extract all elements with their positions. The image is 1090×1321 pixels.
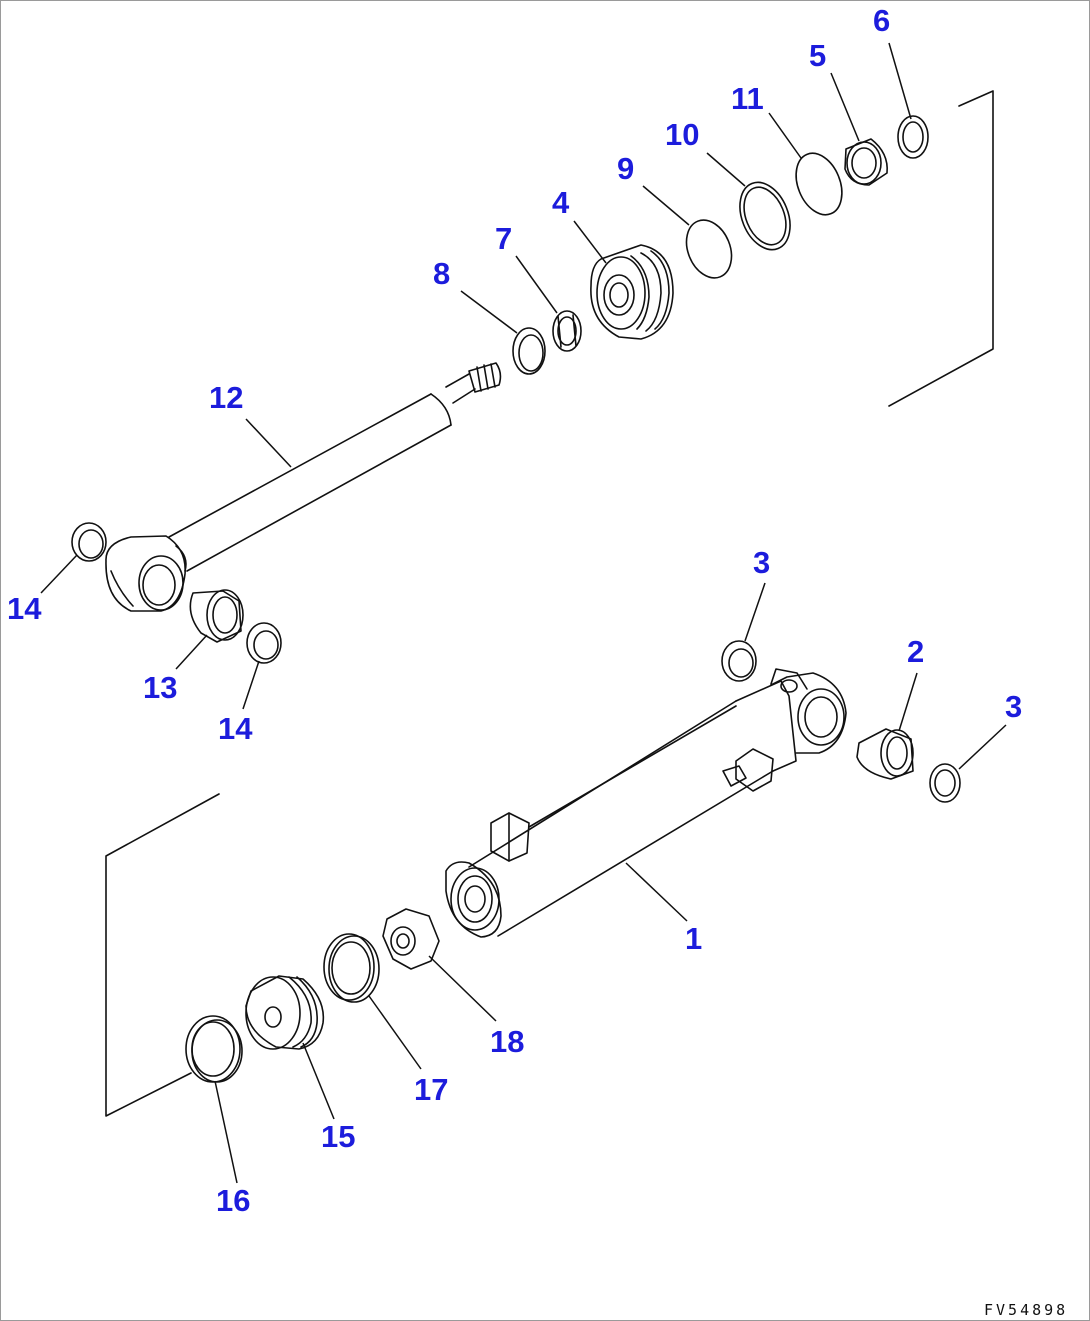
leader-7 [515, 255, 558, 314]
leader-2 [898, 672, 918, 732]
part-o-ring-9 [685, 219, 733, 279]
part-o-ring-11 [795, 152, 843, 216]
part-rod-bushing [189, 589, 244, 643]
part-bushing-2 [856, 728, 914, 780]
leader-16 [214, 1080, 238, 1184]
callout-1: 1 [685, 921, 702, 956]
leader-3b [958, 724, 1007, 770]
callout-15: 15 [321, 1119, 355, 1154]
leader-15 [302, 1042, 335, 1120]
part-bushing-5 [844, 138, 888, 186]
part-piston-15 [245, 975, 325, 1050]
leader-lines [40, 42, 1007, 1184]
part-snap-ring-3b [929, 763, 961, 803]
callout-12: 12 [209, 380, 243, 415]
leader-18 [428, 955, 497, 1022]
callout-16: 16 [216, 1183, 250, 1218]
callout-9: 9 [617, 151, 634, 186]
leader-10 [706, 152, 746, 187]
part-cylinder-tube [445, 668, 847, 938]
callout-2: 2 [907, 634, 924, 669]
part-snap-ring-6 [897, 115, 929, 159]
figure-code: FV54898 [984, 1301, 1068, 1319]
callout-8: 8 [433, 256, 450, 291]
leader-4 [573, 220, 607, 264]
leader-13 [175, 634, 208, 670]
callout-3a: 3 [753, 545, 770, 580]
part-ring-8 [512, 327, 546, 375]
callout-5: 5 [809, 38, 826, 73]
part-seal-7 [552, 310, 582, 352]
part-snap-ring-upper [71, 522, 107, 562]
callout-18: 18 [490, 1024, 524, 1059]
leader-11 [768, 112, 802, 159]
callout-17: 17 [414, 1072, 448, 1107]
part-snap-ring-3a [721, 640, 757, 682]
leader-9 [642, 185, 690, 226]
leader-6 [888, 42, 912, 120]
callout-3b: 3 [1005, 689, 1022, 724]
part-wear-ring-16 [185, 1015, 243, 1083]
part-piston-rod [105, 362, 502, 612]
leader-8 [460, 290, 518, 334]
leader-5 [830, 72, 860, 142]
callout-labels: 1 2 3 3 4 5 6 7 8 9 10 11 12 13 14 14 15… [7, 3, 1022, 1218]
callout-14a: 14 [7, 591, 42, 626]
callout-4: 4 [552, 185, 570, 220]
callout-14b: 14 [218, 711, 253, 746]
callout-7: 7 [495, 221, 512, 256]
leader-14b [242, 660, 260, 710]
group-bracket-lower [105, 793, 220, 1117]
leader-14a [40, 554, 78, 594]
part-cylinder-head [590, 244, 674, 340]
callout-11: 11 [731, 81, 764, 116]
leader-12 [245, 418, 292, 468]
part-snap-ring-lower [246, 622, 282, 664]
callout-10: 10 [665, 117, 699, 152]
part-nut-18 [382, 908, 440, 970]
callout-6: 6 [873, 3, 890, 38]
part-backup-ring-10 [739, 181, 791, 251]
leader-17 [368, 995, 422, 1070]
leader-3a [744, 582, 766, 642]
leader-1 [625, 862, 688, 922]
group-bracket-upper [888, 90, 994, 407]
part-ring-17 [323, 933, 380, 1003]
callout-13: 13 [143, 670, 177, 705]
